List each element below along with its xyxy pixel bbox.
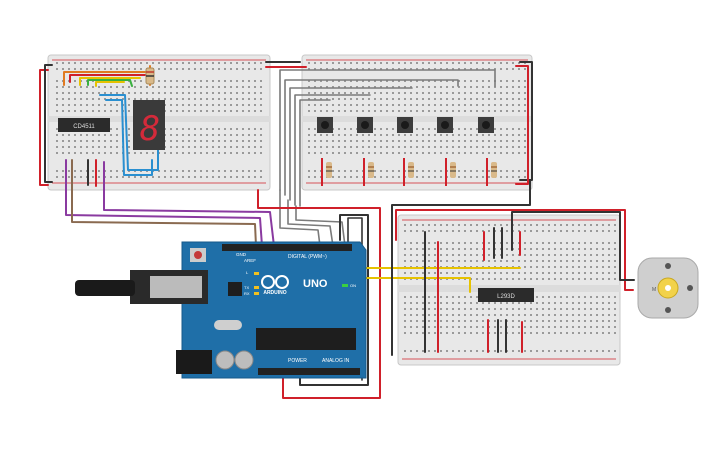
- wire-gray-btn-3: [289, 87, 413, 201]
- push-button-5[interactable]: [478, 117, 494, 133]
- wire-orange-1: [63, 71, 151, 86]
- crystal: [214, 320, 242, 330]
- wire-gray-to-arduino-2: [287, 199, 334, 247]
- seven-segment-digit: 8: [140, 109, 160, 149]
- arduino-analog-label: ANALOG IN: [322, 358, 350, 364]
- arduino-rx-label: RX: [244, 291, 250, 296]
- wire-red-right-loop: [515, 65, 529, 185]
- dc-motor: M: [637, 257, 699, 319]
- wire-black-left-loop: [44, 64, 53, 183]
- arduino-power-label: POWER: [288, 358, 307, 364]
- arduino-uno: DIGITAL (PWM~) AREF GND L TX RX ON: [75, 241, 367, 379]
- push-button-4[interactable]: [437, 117, 453, 133]
- driver-chip: L293D: [478, 288, 534, 302]
- usb-cable: [75, 280, 135, 296]
- wire-blue-1: [99, 94, 159, 171]
- breadboard-right-top: [301, 54, 533, 191]
- push-buttons: [317, 117, 494, 133]
- arduino-logo-icon: [261, 275, 289, 289]
- resistor-btn-5: [486, 158, 497, 186]
- decoder-chip-label: CD4511: [73, 124, 95, 130]
- wire-gray-btn-5: [299, 99, 331, 207]
- arduino-tx-label: TX: [244, 285, 249, 290]
- wire-black-right-loop: [519, 61, 533, 181]
- wire-yellow-1: [79, 77, 141, 86]
- wire-gray-1: [71, 159, 257, 247]
- arduino-on-label: ON: [350, 283, 356, 288]
- wire-purple-2: [103, 161, 275, 247]
- wire-purple-1: [65, 159, 263, 247]
- resistor-btn-3: [403, 158, 414, 186]
- arduino-aref-label: AREF: [244, 258, 256, 263]
- wire-blue-2: [105, 99, 153, 176]
- wire-black-bb3-1: [391, 179, 531, 356]
- seven-segment-display: 8: [133, 100, 165, 150]
- wire-yellow-2: [95, 81, 125, 87]
- motor-label: M: [652, 287, 656, 293]
- capacitor-1: [215, 350, 235, 370]
- wire-red-decoder: [69, 74, 146, 83]
- wire-black-arduino-loop: [299, 214, 369, 386]
- power-jack: [176, 350, 212, 374]
- arduino-digital-label: DIGITAL (PWM~): [288, 254, 327, 260]
- wire-red-bb3-1: [395, 209, 634, 291]
- arduino-model: UNO: [303, 278, 328, 290]
- wire-black-bb3-2: [511, 211, 635, 281]
- resistor-btn-1: [321, 158, 332, 186]
- resistor-left: [145, 67, 155, 85]
- wire-gray-btn-4: [294, 94, 371, 206]
- pulldown-resistors: [321, 158, 497, 186]
- resistor-btn-4: [445, 158, 456, 186]
- capacitor-2: [234, 350, 254, 370]
- arduino-brand: ARDUINO: [263, 290, 286, 296]
- reset-button-cap[interactable]: [194, 251, 202, 259]
- push-button-2[interactable]: [357, 117, 373, 133]
- decoder-chip: CD4511: [58, 118, 110, 132]
- resistor-btn-2: [363, 158, 374, 186]
- atmega-chip: [256, 328, 356, 350]
- wire-gray-to-arduino-3: [295, 205, 346, 247]
- push-button-3[interactable]: [397, 117, 413, 133]
- arduino-gnd-label: GND: [236, 252, 247, 257]
- wire-red-arduino-loop: [257, 189, 381, 399]
- usb-chip: [228, 282, 242, 296]
- driver-chip-label: L293D: [497, 294, 515, 300]
- wire-green-1: [87, 79, 133, 87]
- push-button-1[interactable]: [317, 117, 333, 133]
- wire-gray-btn-2: [284, 79, 459, 196]
- arduino-l-label: L: [246, 270, 249, 275]
- wire-gray-btn-1: [279, 69, 496, 191]
